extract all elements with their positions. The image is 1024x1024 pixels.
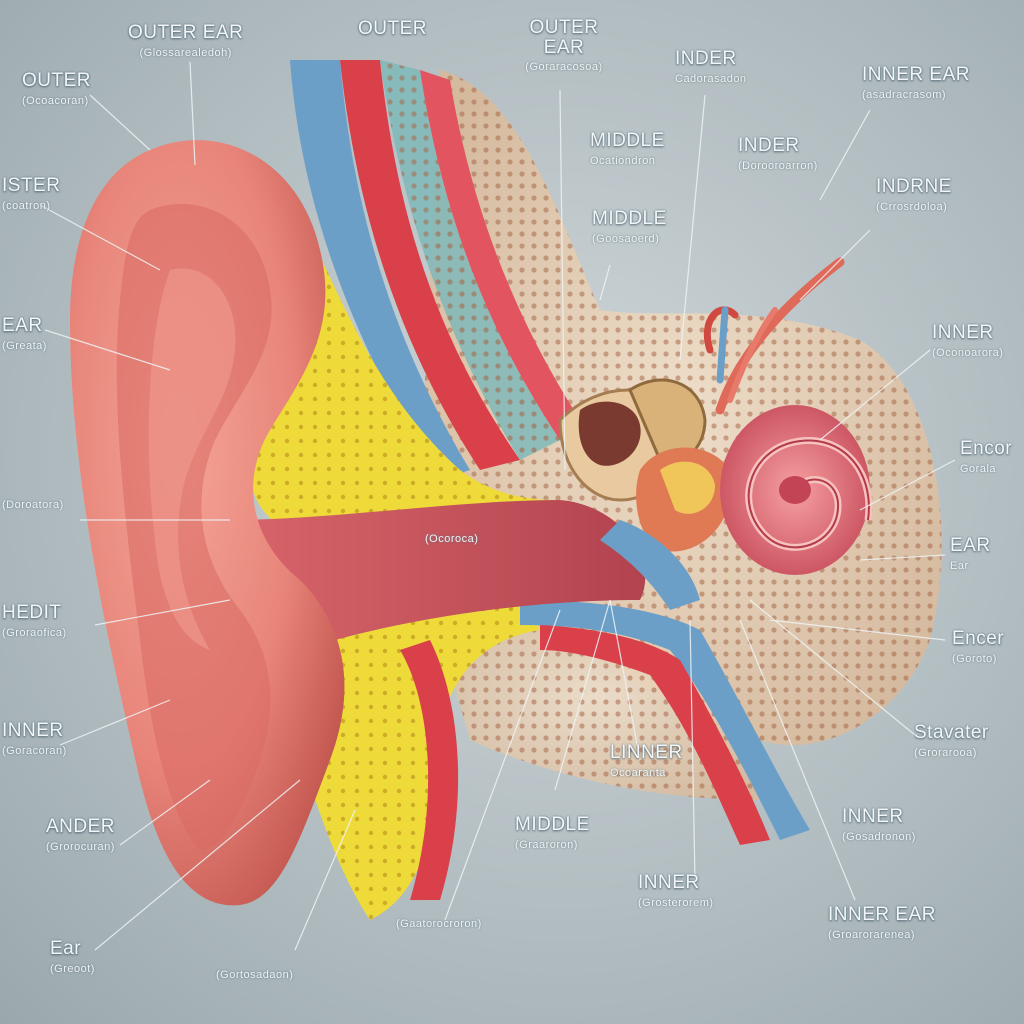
label-hedit: HEDIT (Groraofica) (2, 602, 67, 639)
label-title: Ear (50, 938, 82, 959)
label-title: HEDIT (2, 602, 62, 623)
label-subtitle: (Grorocuran) (46, 841, 115, 853)
label-ear-canal: (Ocoroca) (425, 530, 478, 545)
label-title: EAR (950, 535, 991, 556)
label-title: LINNER (610, 742, 683, 763)
label-title: INDER (675, 48, 737, 69)
label-subtitle: (Gaatorocroron) (396, 918, 482, 930)
label-subtitle: (Glossarealedoh) (139, 47, 232, 59)
label-title: MIDDLE (515, 814, 590, 835)
label-title: INNER (842, 806, 904, 827)
label-subtitle: Cadorasadon (675, 73, 747, 85)
label-encor: Encor Gorala (960, 438, 1012, 475)
label-title: INNER EAR (862, 64, 970, 85)
label-subtitle: (Goosaoerd) (592, 233, 660, 245)
label-subtitle: (Crrosrdoloa) (876, 201, 948, 213)
label-subtitle: (asadracrasom) (862, 89, 947, 101)
label-inner-ear-br: INNER EAR (Groarorarenea) (828, 904, 936, 941)
label-title: INNER (2, 720, 64, 741)
label-title: OUTER (22, 70, 91, 91)
label-title: EAR (2, 315, 43, 336)
label-title: INNER (638, 872, 700, 893)
label-inner-ear-tr: INNER EAR (asadracrasom) (862, 64, 970, 101)
label-title: Encer (952, 628, 1005, 649)
label-subtitle: (Goracoran) (2, 745, 67, 757)
label-title: OUTER (358, 18, 427, 39)
label-inder: INDER Cadorasadon (675, 48, 747, 85)
label-ear-right: EAR Ear (950, 535, 991, 572)
upper-tissue-layers (290, 60, 580, 480)
lower-tissue-layers (400, 600, 810, 900)
ear-canal (230, 500, 646, 650)
label-inner-left: INNER (Goracoran) (2, 720, 67, 757)
label-subtitle: (coatron) (2, 200, 51, 212)
label-title: ANDER (46, 816, 116, 837)
label-subtitle: (Grosterorem) (638, 897, 714, 909)
label-title: INDER (738, 135, 800, 156)
label-title: INNER EAR (828, 904, 936, 925)
label-inner-bottom: INNER (Grosterorem) (638, 872, 714, 909)
label-outer-left: OUTER (Ocoacoran) (22, 70, 91, 107)
label-title: OUTER EAR (529, 17, 599, 58)
label-inder-2: INDER (Dorooroarron) (738, 135, 818, 172)
label-subtitle: (Groraofica) (2, 627, 67, 639)
label-title: Stavater (914, 722, 989, 743)
label-ister: ISTER (coatron) (2, 175, 60, 212)
label-subtitle: (Greata) (2, 340, 47, 352)
label-left-mid: (Doroatora) (2, 496, 64, 511)
label-subtitle: Ocationdron (590, 155, 656, 167)
label-subtitle: (Ocoroca) (425, 533, 479, 545)
label-title: INNER (932, 322, 994, 343)
semicircular-canals (703, 257, 845, 415)
label-subtitle: (Goraracosoa) (525, 61, 603, 73)
label-subtitle: (Oconoarora) (932, 347, 1004, 359)
label-bottom-center-1: (Gaatorocroron) (396, 915, 482, 930)
label-outer-ear-mid: OUTER (358, 18, 427, 40)
label-subtitle: (Dorooroarron) (738, 160, 818, 172)
label-ander: ANDER (Grorocuran) (46, 816, 115, 853)
label-outer-ear-top: OUTER EAR (Glossarealedoh) (128, 22, 243, 59)
label-stavater: Stavater (Grorarooa) (914, 722, 989, 759)
label-inner-right-1: INNER (Oconoarora) (932, 322, 1003, 359)
label-subtitle: Ocoaranta (610, 767, 666, 779)
label-subtitle: Gorala (960, 463, 997, 475)
label-middle-3: MIDDLE (Graaroron) (515, 814, 590, 851)
label-encer: Encer (Goroto) (952, 628, 1004, 665)
label-bottom-center-2: (Gortosadaon) (216, 966, 293, 981)
label-subtitle: (Goroto) (952, 653, 997, 665)
label-subtitle: (Doroatora) (2, 499, 64, 511)
label-title: MIDDLE (590, 130, 665, 151)
label-subtitle: (Graaroron) (515, 839, 578, 851)
label-ear-bottom-left: Ear (Greoot) (50, 938, 95, 975)
label-ear-left: EAR (Greata) (2, 315, 47, 352)
label-subtitle: Ear (950, 560, 969, 572)
cochlea (720, 405, 873, 575)
label-linner: LINNER Ocoaranta (610, 742, 683, 779)
label-title: INDRNE (876, 176, 952, 197)
label-subtitle: (Gortosadaon) (216, 969, 294, 981)
label-subtitle: (Groarorarenea) (828, 929, 915, 941)
label-subtitle: (Greoot) (50, 963, 95, 975)
label-title: OUTER EAR (128, 22, 244, 43)
label-subtitle: (Gosadronon) (842, 831, 916, 843)
label-title: ISTER (2, 175, 61, 196)
label-middle-1: MIDDLE Ocationdron (590, 130, 665, 167)
ossicles (558, 378, 732, 610)
label-title: Encor (960, 438, 1013, 459)
label-indrne: INDRNE (Crrosrdoloa) (876, 176, 952, 213)
label-outer-ear-stack: OUTER EAR (Goraracosoa) (512, 17, 616, 74)
label-subtitle: (Ocoacoran) (22, 95, 89, 107)
label-subtitle: (Grorarooa) (914, 747, 977, 759)
label-inner-right-2: INNER (Gosadronon) (842, 806, 916, 843)
label-title: MIDDLE (592, 208, 667, 229)
label-middle-2: MIDDLE (Goosaoerd) (592, 208, 667, 245)
